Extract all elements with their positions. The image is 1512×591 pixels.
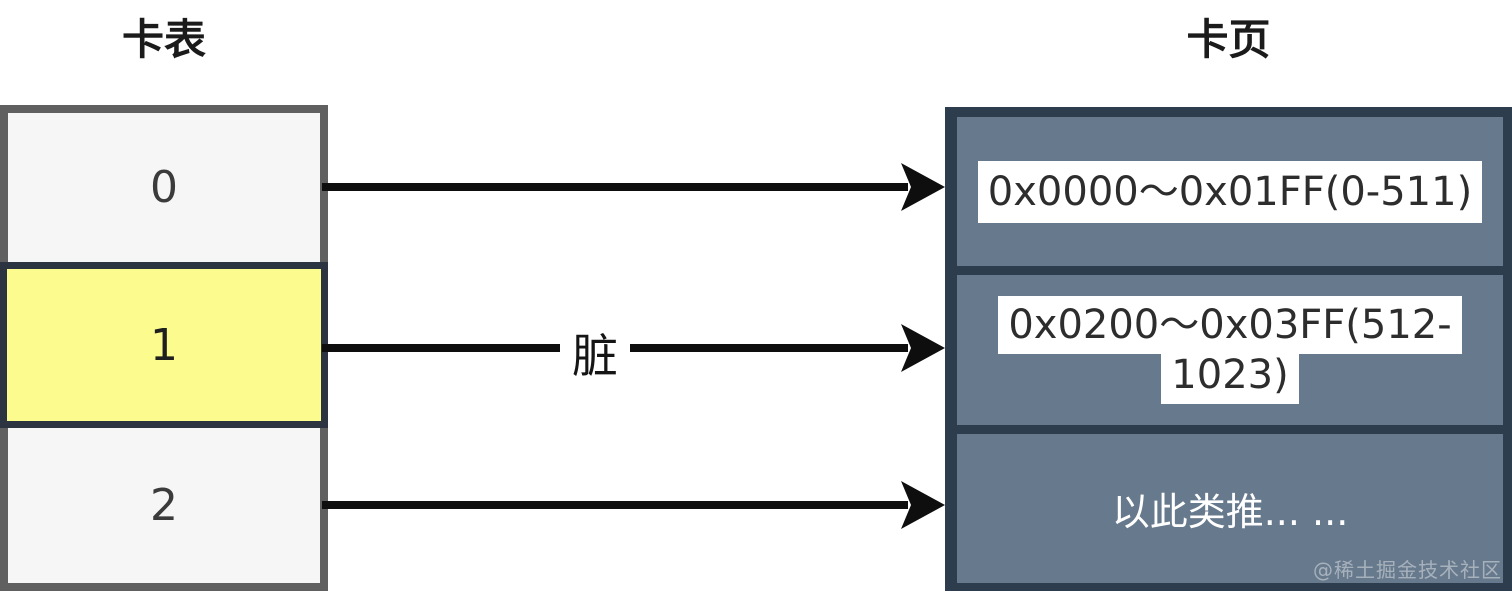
watermark: @稀土掘金技术社区 — [1313, 558, 1502, 582]
card-page-cell-1-wrap: 0x0200～0x03FF(512-1023) — [995, 295, 1465, 404]
arrow-middle-icon — [322, 324, 945, 372]
card-page-cell-1-text: 0x0200～0x03FF(512-1023) — [998, 295, 1462, 404]
card-table-cell-1-label: 1 — [150, 319, 178, 371]
arrow-bottom-icon — [322, 481, 945, 529]
arrow-top-icon — [322, 163, 945, 211]
card-page-panel: 0x0000～0x01FF(0-511) 0x0200～0x03FF(512-1… — [945, 107, 1512, 591]
card-page-cell-1: 0x0200～0x03FF(512-1023) — [957, 275, 1503, 425]
card-table-cell-1-dirty: 1 — [0, 262, 328, 428]
card-table-title: 卡表 — [121, 15, 206, 64]
card-page-cell-2-text: 以此类推... ... — [1111, 489, 1349, 534]
card-table-cell-2-label: 2 — [150, 480, 178, 531]
card-page-title: 卡页 — [1186, 15, 1271, 64]
card-table-cell-0-label: 0 — [150, 162, 178, 213]
card-page-cell-2: 以此类推... ... — [957, 433, 1503, 583]
card-table-cell-0: 0 — [8, 113, 320, 262]
dirty-label: 脏 — [560, 320, 630, 386]
card-page-cell-0-text: 0x0000～0x01FF(0-511) — [977, 160, 1483, 223]
card-table-cell-2: 2 — [8, 428, 320, 583]
card-table: 0 1 2 — [0, 105, 328, 591]
card-page-cell-0: 0x0000～0x01FF(0-511) — [957, 117, 1503, 267]
